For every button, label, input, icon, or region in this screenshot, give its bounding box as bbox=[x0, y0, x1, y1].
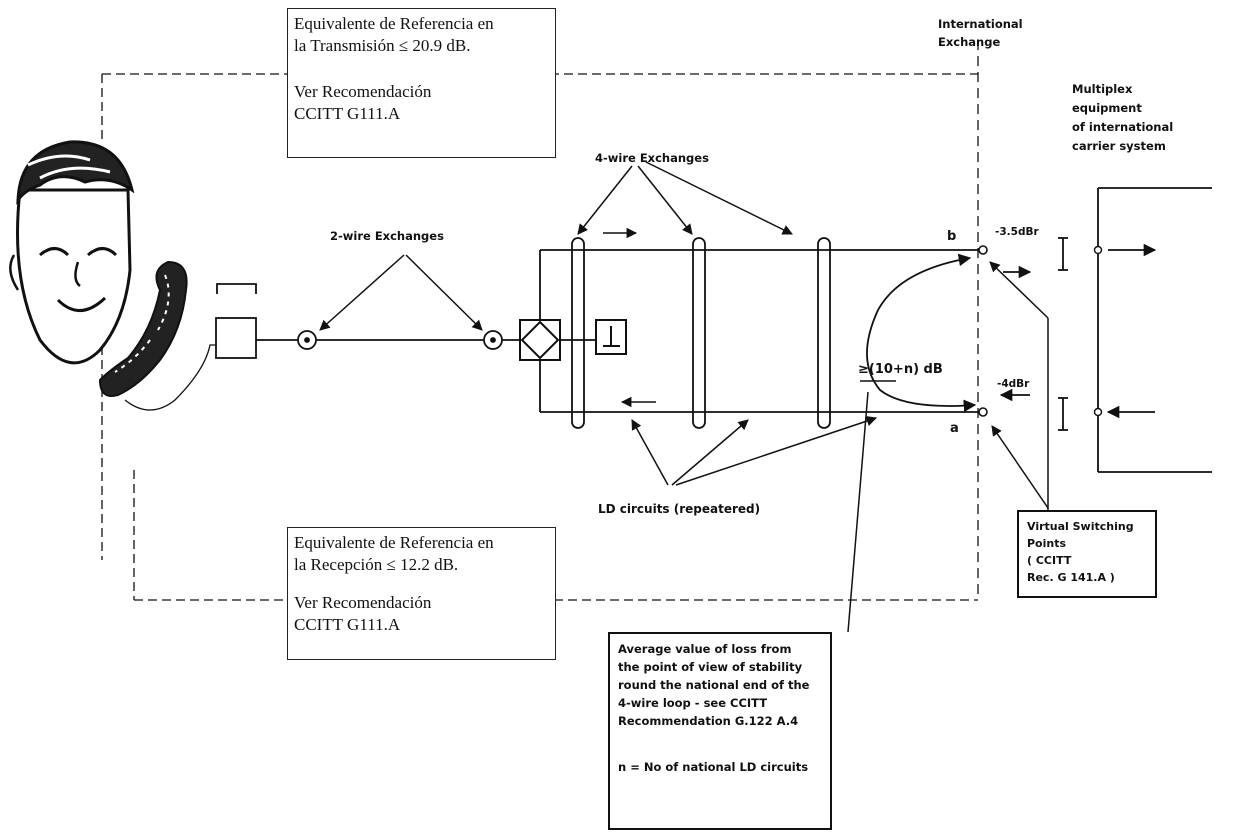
reception-reference-box: Equivalente de Referencia en la Recepció… bbox=[287, 527, 556, 660]
subscriber-face-icon bbox=[9, 140, 135, 365]
level-a-label: -4dBr bbox=[997, 378, 1030, 390]
note-line-4: 4-wire loop - see CCITT bbox=[618, 696, 768, 710]
point-b-label: b bbox=[947, 229, 956, 244]
handset-icon bbox=[98, 260, 188, 397]
virtual-line-4: Rec. G 141.A ) bbox=[1027, 571, 1115, 584]
note-line-3: round the national end of the bbox=[618, 678, 810, 692]
stability-loss-label: ≥(10+n) dB bbox=[858, 362, 943, 377]
multiplex-label-4: carrier system bbox=[1072, 139, 1166, 153]
four-wire-loop bbox=[539, 249, 980, 413]
virtual-switching-points bbox=[978, 245, 988, 417]
ld-circuit-markers bbox=[571, 237, 831, 429]
direction-arrows bbox=[603, 227, 656, 408]
reception-boundary bbox=[133, 470, 978, 601]
telephone-set bbox=[215, 283, 257, 359]
multiplex-nodes bbox=[1093, 245, 1103, 417]
multiplex-label-3: of international bbox=[1072, 120, 1173, 134]
multiplex-label-1: Multiplex bbox=[1072, 82, 1133, 96]
two-wire-exchanges-label: 2-wire Exchanges bbox=[330, 229, 444, 243]
reception-line-3: Ver Recomendación bbox=[294, 593, 432, 612]
ld-circuits-label: LD circuits (repeatered) bbox=[598, 502, 760, 516]
international-exchange-label-1: International bbox=[938, 17, 1023, 31]
virtual-line-1: Virtual Switching bbox=[1027, 520, 1134, 533]
reception-line-1: Equivalente de Referencia en bbox=[294, 533, 494, 552]
transmission-line-3: Ver Recomendación bbox=[294, 82, 432, 101]
transmission-line-2: la Transmisión ≤ 20.9 dB. bbox=[294, 36, 471, 55]
reception-line-4: CCITT G111.A bbox=[294, 615, 401, 634]
multiplex-label-2: equipment bbox=[1072, 101, 1142, 115]
note-line-1: Average value of loss from bbox=[618, 642, 792, 656]
transmission-reference-box: Equivalente de Referencia en la Transmis… bbox=[287, 8, 556, 158]
virtual-line-3: ( CCITT bbox=[1027, 554, 1072, 567]
phone-cord bbox=[124, 344, 216, 411]
reception-line-2: la Recepción ≤ 12.2 dB. bbox=[294, 555, 459, 574]
point-a-label: a bbox=[950, 421, 959, 436]
pointer-lines bbox=[319, 161, 1049, 633]
stability-loop bbox=[866, 253, 977, 413]
balance-network bbox=[595, 319, 627, 355]
note-line-5: Recommendation G.122 A.4 bbox=[618, 714, 799, 728]
level-b-label: -3.5dBr bbox=[995, 226, 1039, 238]
virtual-switching-box: Virtual Switching Points ( CCITT Rec. G … bbox=[1017, 510, 1157, 598]
four-wire-exchanges-label: 4-wire Exchanges bbox=[595, 151, 709, 165]
international-exchange-label-2: Exchange bbox=[938, 35, 1000, 49]
multiplex-connections bbox=[999, 187, 1212, 473]
two-wire-exchange-node bbox=[297, 330, 503, 350]
transmission-line-4: CCITT G111.A bbox=[294, 104, 401, 123]
virtual-line-2: Points bbox=[1027, 537, 1067, 550]
transmission-line-1: Equivalente de Referencia en bbox=[294, 14, 494, 33]
average-loss-note: Average value of loss from the point of … bbox=[608, 632, 832, 830]
hybrid-transformer bbox=[519, 319, 561, 361]
note-line-2: the point of view of stability bbox=[618, 660, 803, 674]
note-line-6: n = No of national LD circuits bbox=[618, 760, 809, 774]
